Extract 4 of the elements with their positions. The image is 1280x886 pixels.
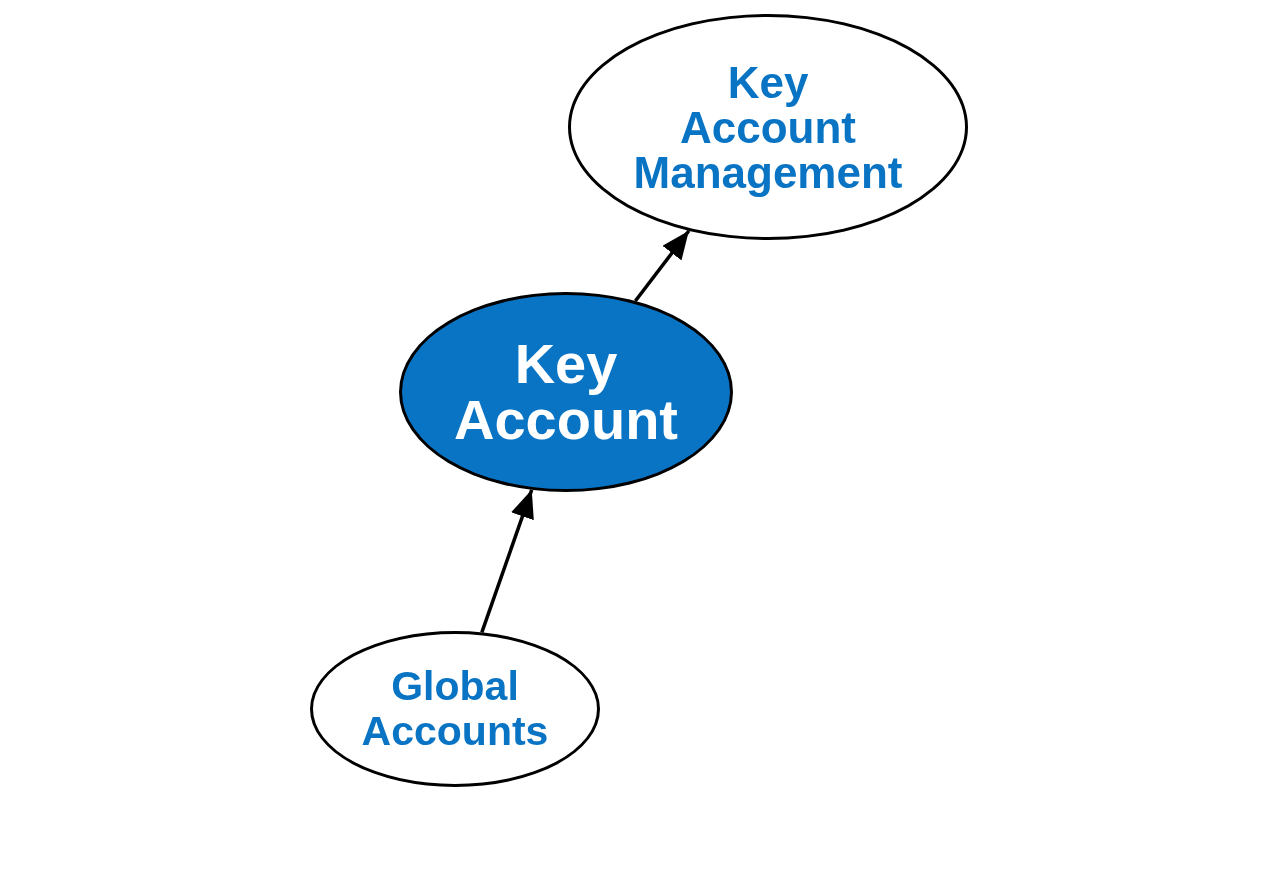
node-label: Key Account Management	[633, 59, 903, 195]
arrow	[633, 229, 691, 303]
node-label: Global Accounts	[361, 664, 549, 754]
node-label: Key Account	[454, 336, 678, 448]
